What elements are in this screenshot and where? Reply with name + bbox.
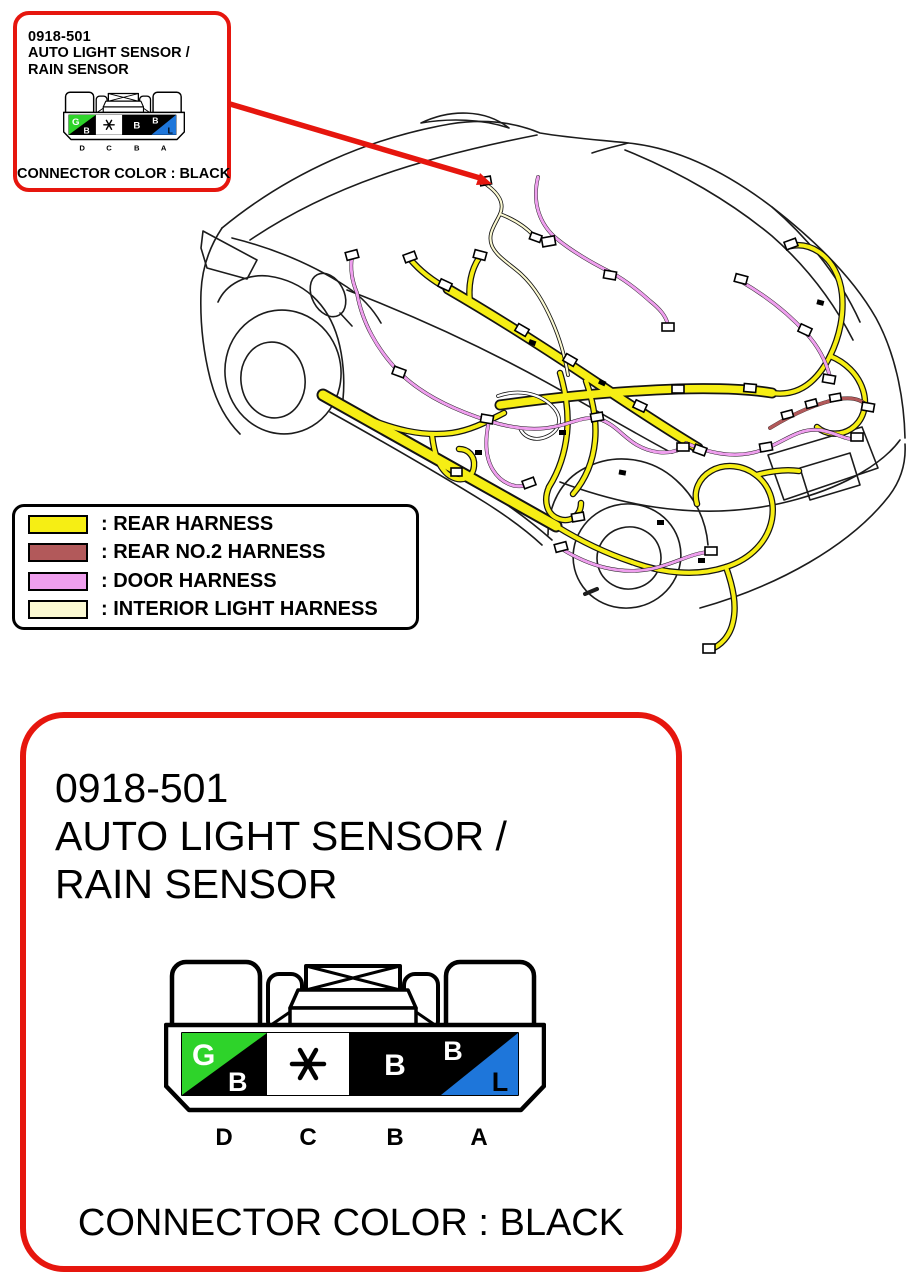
interior-light-harness-path bbox=[485, 183, 570, 377]
connector-color-note: CONNECTOR COLOR : BLACK bbox=[17, 166, 231, 182]
uncolored-harness-path bbox=[496, 390, 561, 441]
legend-label: : REAR NO.2 HARNESS bbox=[101, 541, 326, 564]
sensor-name-line2: RAIN SENSOR bbox=[28, 61, 129, 78]
harness-color-swatch bbox=[28, 543, 88, 563]
legend-label: : INTERIOR LIGHT HARNESS bbox=[101, 598, 378, 621]
connector-diagram-large bbox=[164, 952, 546, 1152]
door-harness-paths bbox=[349, 175, 859, 573]
sensor-name-line1: AUTO LIGHT SENSOR / bbox=[28, 45, 190, 61]
harness-clips bbox=[475, 299, 825, 563]
sensor-name-line1: AUTO LIGHT SENSOR / bbox=[55, 813, 507, 859]
harness-color-swatch bbox=[28, 514, 88, 534]
legend-item: : REAR NO.2 HARNESS bbox=[28, 541, 416, 564]
connector-diagram-small bbox=[63, 91, 185, 153]
sensor-name-line2: RAIN SENSOR bbox=[55, 861, 338, 907]
harness-color-swatch bbox=[28, 571, 88, 591]
harness-connectors bbox=[344, 175, 876, 654]
harness-color-swatch bbox=[28, 600, 88, 620]
harness-legend: : REAR HARNESS : REAR NO.2 HARNESS : DOO… bbox=[12, 504, 419, 630]
legend-label: : REAR HARNESS bbox=[101, 512, 274, 535]
sensor-detail-panel: 0918-501 AUTO LIGHT SENSOR / RAIN SENSOR… bbox=[20, 712, 682, 1272]
car-outline bbox=[200, 112, 906, 609]
legend-item: : INTERIOR LIGHT HARNESS bbox=[28, 598, 416, 621]
sensor-callout-box: 0918-501 AUTO LIGHT SENSOR / RAIN SENSOR… bbox=[13, 11, 231, 192]
connector-color-note: CONNECTOR COLOR : BLACK bbox=[77, 1202, 625, 1244]
legend-item: : REAR HARNESS bbox=[28, 513, 416, 536]
legend-label: : DOOR HARNESS bbox=[101, 569, 277, 592]
legend-item: : DOOR HARNESS bbox=[28, 570, 416, 593]
leader-line bbox=[227, 101, 492, 185]
car-harness-illustration bbox=[200, 101, 906, 654]
part-number: 0918-501 bbox=[28, 29, 91, 45]
part-number: 0918-501 bbox=[55, 765, 229, 811]
